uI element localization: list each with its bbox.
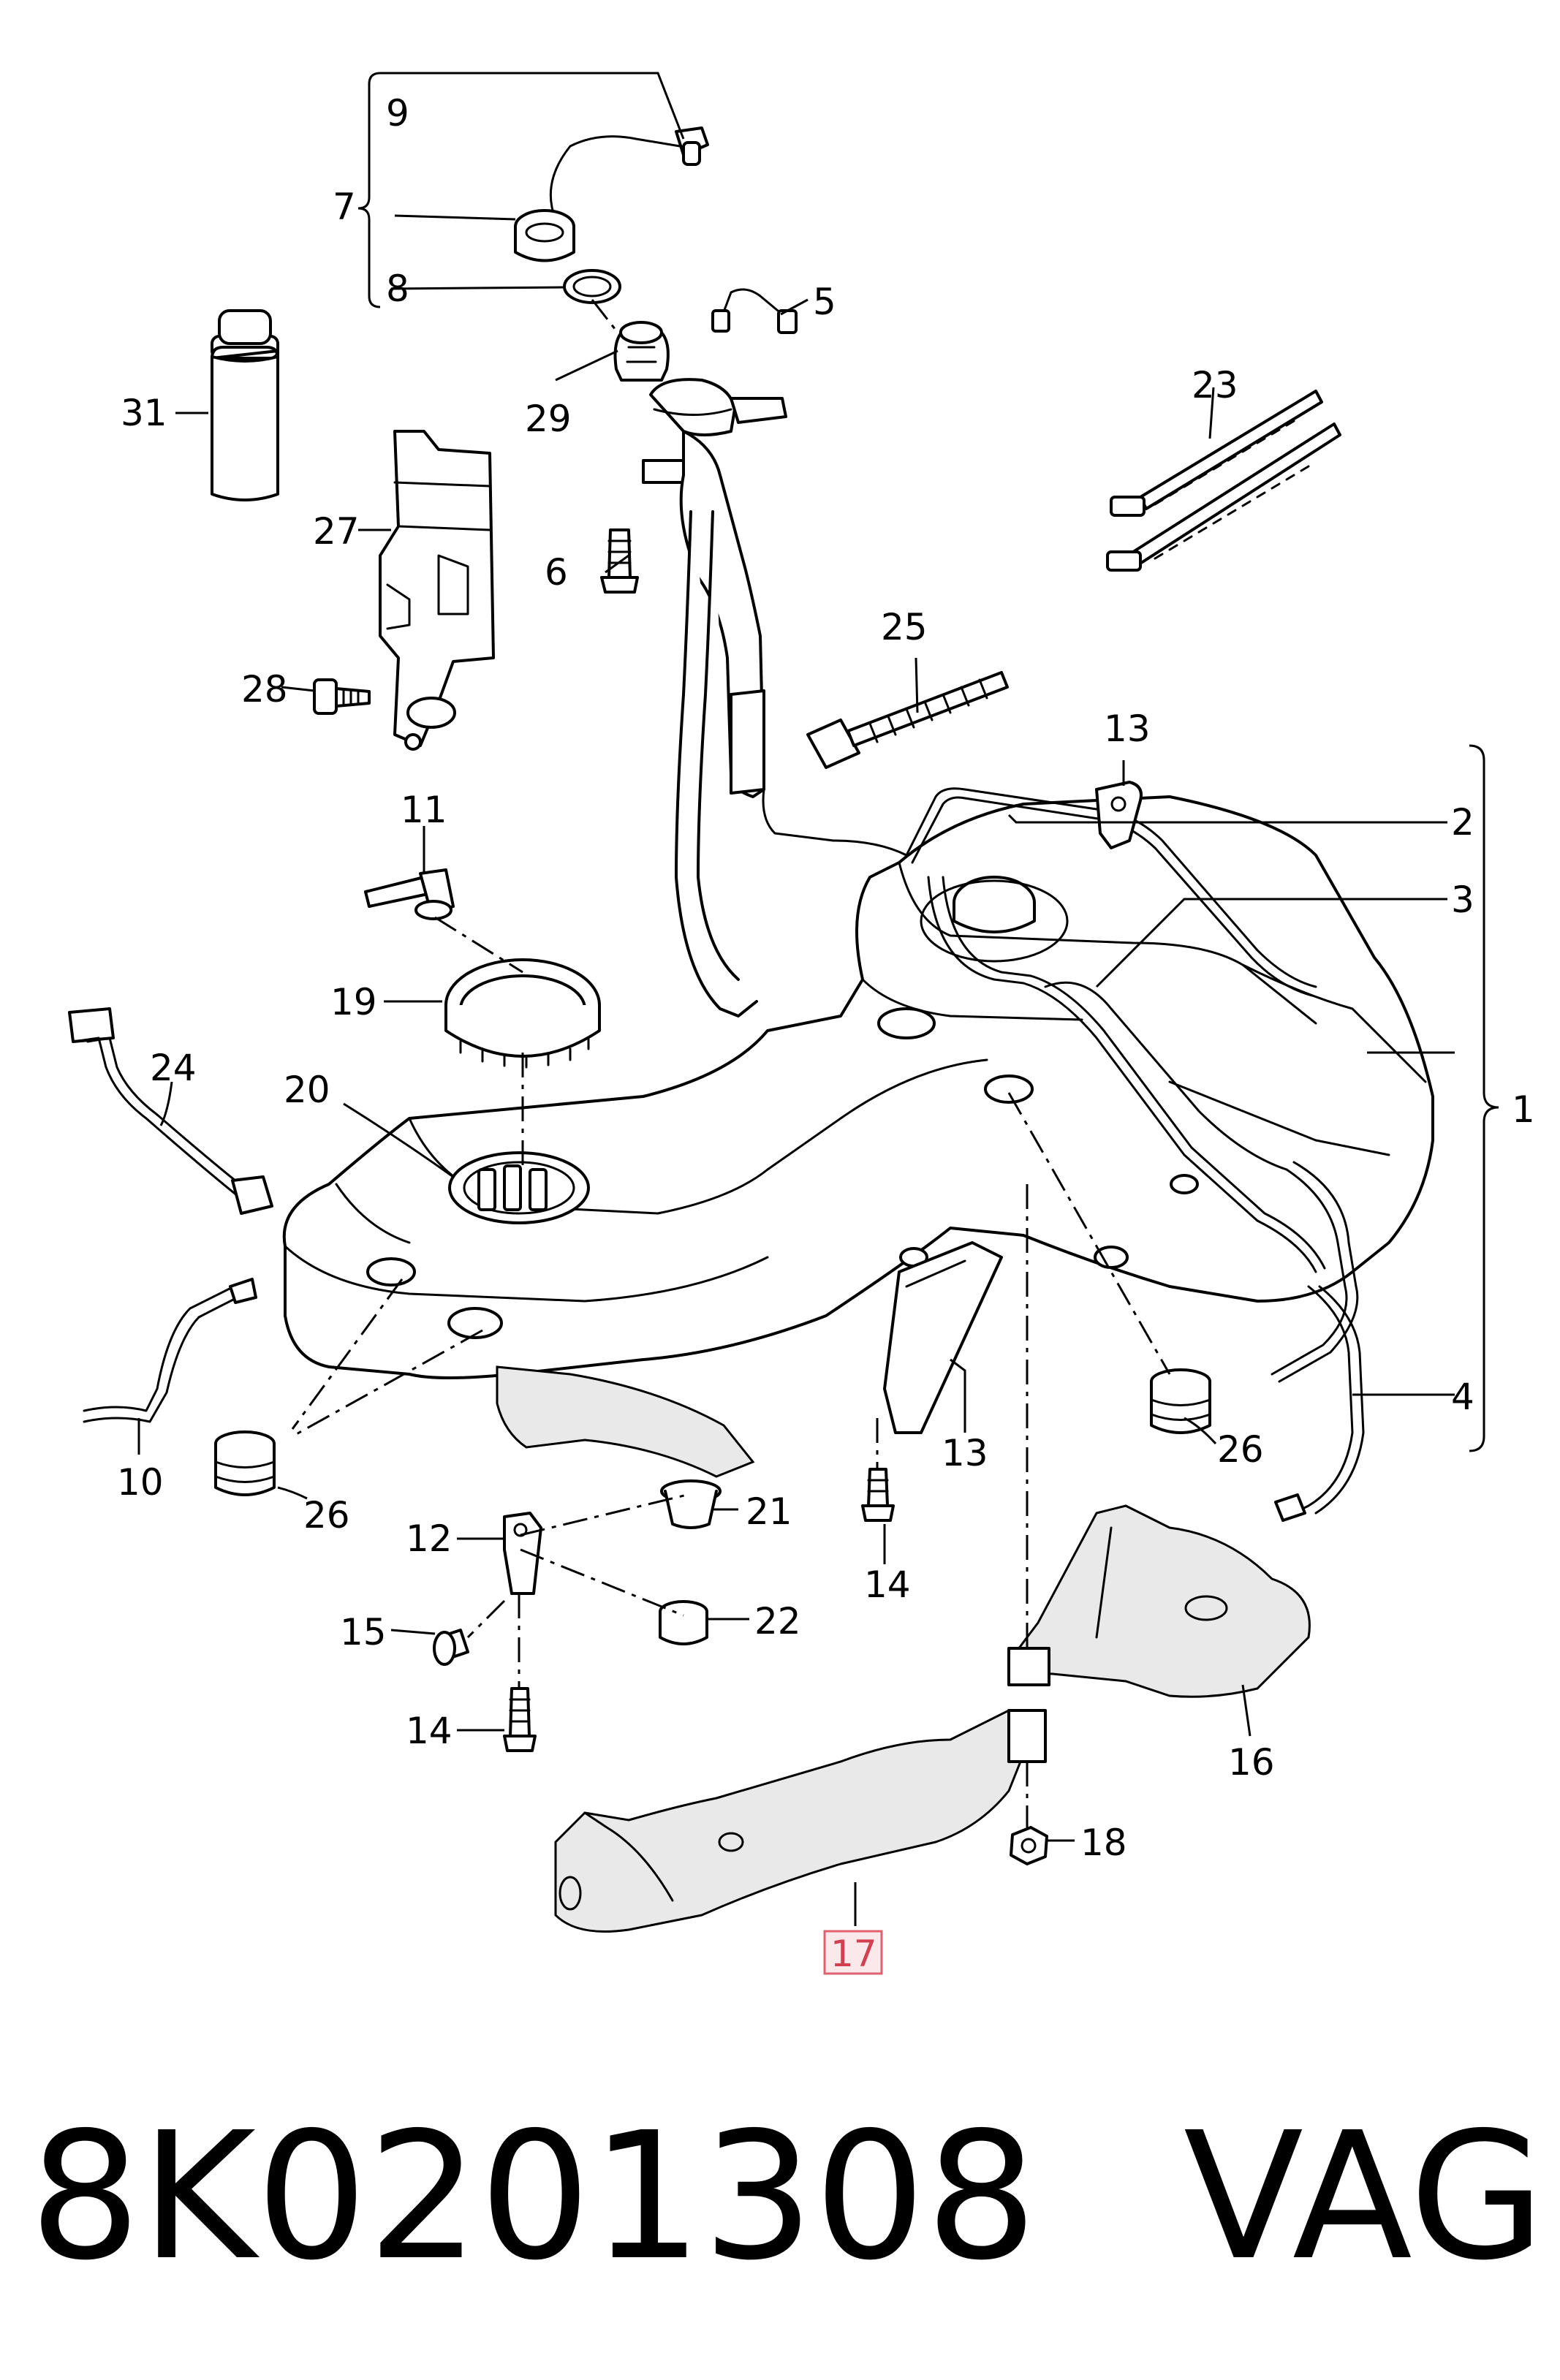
brand-label: VAG: [1183, 2094, 1545, 2299]
part-22-grommet: [659, 1600, 708, 1645]
callout-15: 15: [340, 1611, 387, 1653]
part-31-bottle: [211, 309, 279, 501]
callout-7: 7: [333, 186, 356, 228]
part-25-clip: [806, 671, 1009, 769]
callout-18: 18: [1080, 1822, 1127, 1864]
callout-21: 21: [746, 1490, 792, 1533]
assembly-guide-lines: [291, 299, 1171, 1827]
part-number-footer: 8K0201308 VAG: [29, 2076, 1545, 2317]
part-24-sensor-cable: [68, 1007, 273, 1215]
callout-20: 20: [284, 1069, 330, 1111]
part-27-bracket: [379, 430, 495, 751]
callout-17-highlight-box: [823, 1930, 883, 1975]
part-13-bracket-lower: [883, 1241, 1003, 1434]
callout-labels: 9 7 8 5 29 31 27 6 28 23 25 13 2 3 1 4 1…: [117, 92, 1535, 1975]
callout-3: 3: [1451, 879, 1474, 921]
part-11-elbow: [364, 868, 455, 920]
callout-23: 23: [1192, 364, 1238, 406]
part-21-grommet: [660, 1479, 722, 1529]
part-13-bracket-upper: [1095, 781, 1143, 849]
callout-26a: 26: [303, 1494, 350, 1536]
part-2-vent-line: [905, 787, 1317, 997]
callout-31: 31: [121, 392, 167, 434]
callout-26b: 26: [1217, 1428, 1264, 1471]
callout-2: 2: [1451, 801, 1474, 844]
part-number: 8K0201308: [29, 2094, 1037, 2299]
callout-8: 8: [386, 268, 409, 310]
callout-14a: 14: [864, 1564, 911, 1606]
filler-pipe: [642, 378, 908, 1017]
callout-9: 9: [386, 92, 409, 134]
callout-22: 22: [754, 1600, 801, 1642]
callout-27: 27: [313, 510, 360, 553]
callout-14b: 14: [406, 1710, 453, 1752]
callout-16: 16: [1228, 1741, 1275, 1784]
part-3-fuel-lines: [927, 876, 1326, 1273]
callout-13a: 13: [1104, 708, 1151, 750]
part-28-bolt: [313, 678, 371, 715]
part-18-nut: [1010, 1826, 1048, 1865]
filler-cap-group: [514, 126, 709, 382]
callout-1: 1: [1512, 1088, 1535, 1131]
callout-11: 11: [401, 789, 447, 831]
part-26-bumper-right: [1150, 1368, 1211, 1434]
part-14-bolt-upper: [861, 1468, 895, 1522]
callout-25: 25: [881, 606, 928, 648]
part-23-cable-ties: [1106, 390, 1341, 572]
callout-17: 17: [830, 1933, 877, 1975]
part-16-heat-shield: [1007, 1504, 1311, 1698]
leader-lines: [137, 72, 1499, 1926]
part-26-bumper-left: [214, 1430, 276, 1496]
part-14-bolt-lower: [503, 1687, 537, 1752]
callout-12: 12: [406, 1517, 453, 1560]
part-1-fuel-tank: [282, 795, 1434, 1478]
part-4-fuel-line: [1271, 1161, 1365, 1522]
callout-29: 29: [525, 398, 572, 440]
part-15-clip: [433, 1629, 469, 1666]
callout-5: 5: [813, 281, 836, 323]
fuel-tank-exploded-diagram: 9 7 8 5 29 31 27 6 28 23 25 13 2 3 1 4 1…: [68, 72, 1535, 1975]
callout-19: 19: [330, 981, 377, 1023]
callout-4: 4: [1451, 1376, 1474, 1418]
part-12-bracket: [503, 1512, 542, 1595]
callout-10: 10: [117, 1461, 164, 1504]
part-17-heat-shield: [554, 1709, 1047, 1933]
callout-24: 24: [150, 1047, 197, 1089]
part-5-wire: [711, 288, 798, 334]
part-10-hose: [83, 1278, 257, 1423]
callout-6: 6: [545, 551, 568, 594]
part-19-lock-ring: [444, 958, 601, 1069]
callout-28: 28: [241, 668, 288, 710]
callout-13b: 13: [942, 1432, 988, 1474]
